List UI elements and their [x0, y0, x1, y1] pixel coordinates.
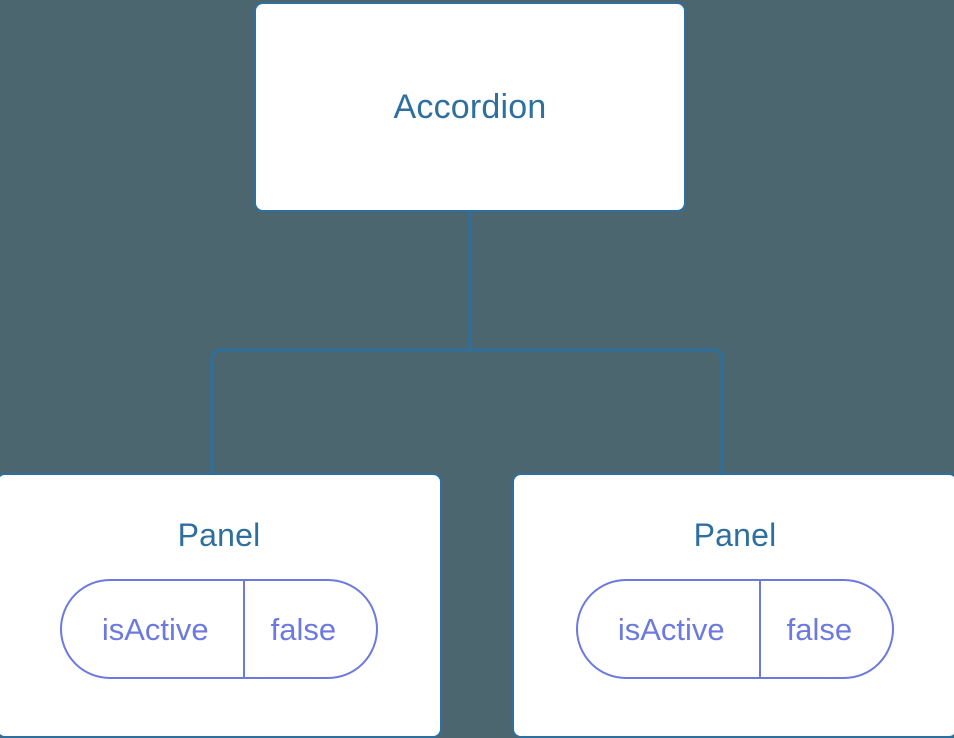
state-pill-left[interactable]: isActive false	[59, 579, 379, 679]
state-value-left: false	[242, 581, 376, 677]
state-pill-right[interactable]: isActive false	[575, 579, 895, 679]
node-accordion-title: Accordion	[393, 88, 547, 126]
edge-to-panel-right	[470, 348, 724, 478]
state-key-left: isActive	[101, 611, 209, 647]
edge-to-panel-left	[210, 348, 470, 478]
state-value-right: false	[758, 581, 892, 677]
state-key-right: isActive	[617, 611, 725, 647]
node-panel-right[interactable]: Panel isActive false	[512, 473, 954, 738]
node-accordion[interactable]: Accordion	[254, 2, 686, 212]
node-panel-right-title: Panel	[693, 517, 777, 553]
node-panel-left[interactable]: Panel isActive false	[0, 473, 442, 738]
node-panel-left-title: Panel	[177, 517, 261, 553]
